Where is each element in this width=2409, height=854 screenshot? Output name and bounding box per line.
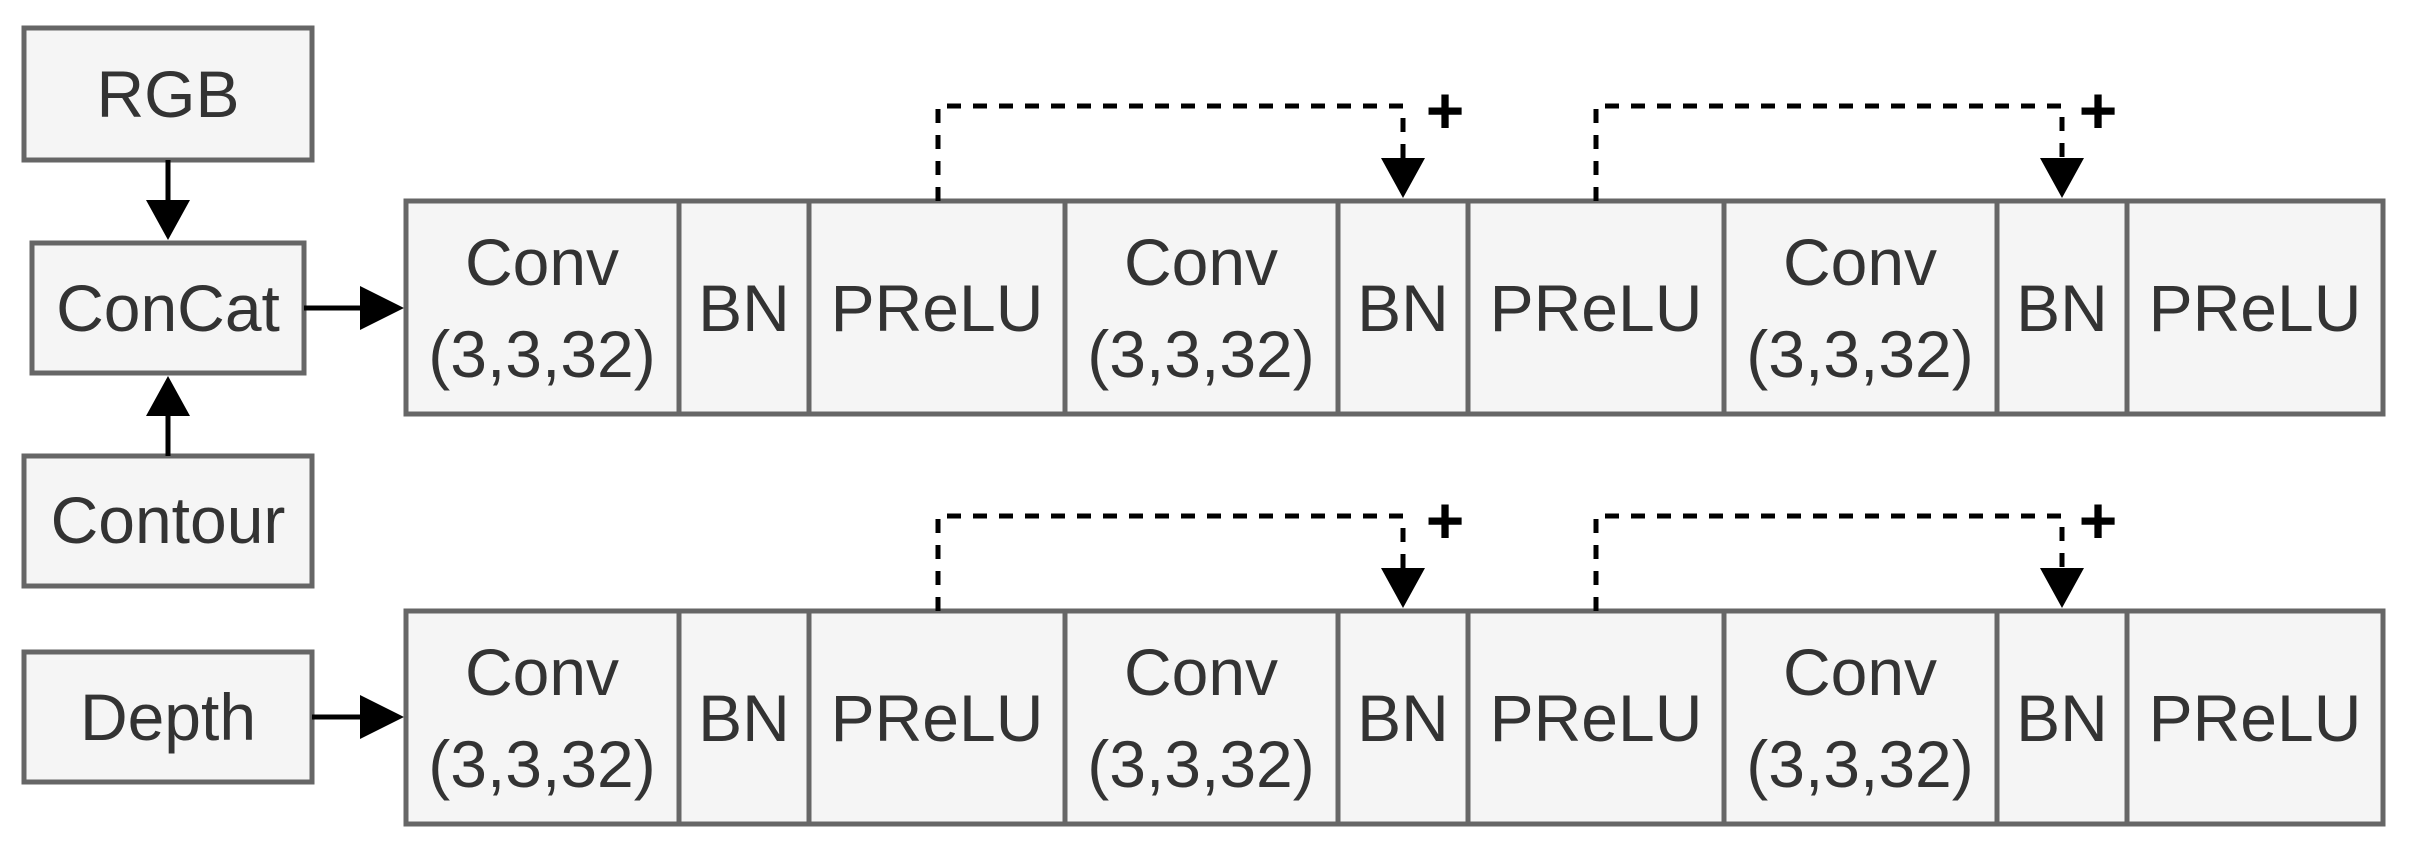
stream1-prelu-block-2: PReLU [1465,198,1727,417]
stream2-bn-block-1: BN [676,608,812,827]
prelu-label: PReLU [1490,271,1703,345]
prelu-label: PReLU [831,271,1044,345]
contour-to-concat-arrow [146,376,190,456]
prelu-label: PReLU [831,681,1044,755]
concat-node: ConCat [29,240,307,376]
concat-label: ConCat [56,271,280,345]
stream1-bn-block-2: BN [1335,198,1471,417]
conv-label-line1: Conv [1124,225,1278,299]
conv-label-line1: Conv [465,635,619,709]
rgb-to-concat-arrow [146,160,190,240]
rgb-node: RGB [21,25,315,163]
bn-label: BN [2016,681,2108,755]
stream2-bn-block-3: BN [1994,608,2130,827]
bn-label: BN [1357,681,1449,755]
depth-to-stream2-arrow [312,695,404,739]
stream2-bn-block-2: BN [1335,608,1471,827]
stream1-bn-block-3: BN [1994,198,2130,417]
stream2-conv-block-1: Conv (3,3,32) [403,608,682,827]
contour-label: Contour [51,483,286,557]
plus-symbol: + [2079,483,2118,557]
stream2-prelu-block-3: PReLU [2124,608,2386,827]
conv-label-line1: Conv [465,225,619,299]
conv-label-line1: Conv [1124,635,1278,709]
stream2-conv-block-2: Conv (3,3,32) [1062,608,1341,827]
stream2-skip-connection-1: + [935,483,1465,611]
conv-label-line2: (3,3,32) [428,317,655,391]
stream2-prelu-block-1: PReLU [806,608,1068,827]
conv-label-line2: (3,3,32) [1746,317,1973,391]
conv-label-line2: (3,3,32) [1087,727,1314,801]
stream2-conv-block-3: Conv (3,3,32) [1721,608,2000,827]
depth-node: Depth [21,649,315,785]
stream1-conv-block-1: Conv (3,3,32) [403,198,682,417]
plus-symbol: + [1426,483,1465,557]
concat-to-stream1-arrow [304,286,404,330]
stream1-prelu-block-3: PReLU [2124,198,2386,417]
prelu-label: PReLU [2149,271,2362,345]
bn-label: BN [698,271,790,345]
stream1-prelu-block-1: PReLU [806,198,1068,417]
stream1-conv-block-3: Conv (3,3,32) [1721,198,2000,417]
stream1-bn-block-1: BN [676,198,812,417]
plus-symbol: + [1426,73,1465,147]
contour-node: Contour [21,453,315,589]
stream-2: Conv (3,3,32) BN PReLU Conv (3,3,32) BN … [403,483,2386,827]
conv-label-line1: Conv [1783,635,1937,709]
prelu-label: PReLU [1490,681,1703,755]
stream1-skip-connection-2: + [1593,73,2118,201]
prelu-label: PReLU [2149,681,2362,755]
stream-1: Conv (3,3,32) BN PReLU Conv (3,3,32) BN … [403,73,2386,417]
conv-label-line2: (3,3,32) [1746,727,1973,801]
bn-label: BN [698,681,790,755]
stream1-skip-connection-1: + [935,73,1465,201]
conv-label-line2: (3,3,32) [428,727,655,801]
plus-symbol: + [2079,73,2118,147]
conv-label-line1: Conv [1783,225,1937,299]
rgb-label: RGB [96,57,239,131]
stream1-conv-block-2: Conv (3,3,32) [1062,198,1341,417]
stream2-skip-connection-2: + [1593,483,2118,611]
depth-label: Depth [80,680,256,754]
conv-label-line2: (3,3,32) [1087,317,1314,391]
bn-label: BN [2016,271,2108,345]
stream2-prelu-block-2: PReLU [1465,608,1727,827]
bn-label: BN [1357,271,1449,345]
